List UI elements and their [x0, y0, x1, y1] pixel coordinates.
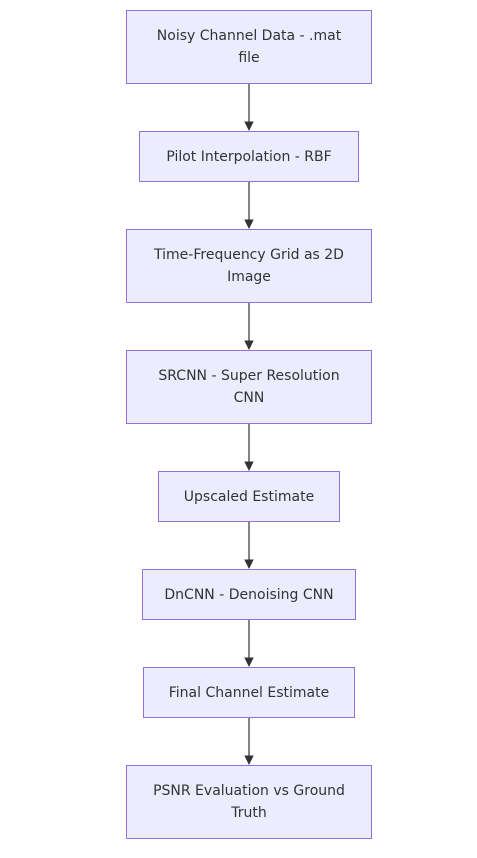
node-upscaled-estimate: Upscaled Estimate: [158, 471, 340, 522]
node-label: Final Channel Estimate: [168, 684, 330, 701]
node-pilot-interpolation: Pilot Interpolation - RBF: [139, 131, 359, 182]
node-time-frequency-grid: Time-Frequency Grid as 2D Image: [126, 229, 372, 303]
node-label: Noisy Channel Data - .mat file: [156, 28, 342, 66]
node-psnr-evaluation: PSNR Evaluation vs Ground Truth: [126, 765, 372, 839]
node-label: SRCNN - Super Resolution CNN: [158, 368, 340, 406]
node-label: Time-Frequency Grid as 2D Image: [154, 247, 344, 285]
node-srcnn: SRCNN - Super Resolution CNN: [126, 350, 372, 424]
node-label: PSNR Evaluation vs Ground Truth: [153, 783, 345, 821]
node-label: DnCNN - Denoising CNN: [164, 586, 334, 603]
node-dncnn: DnCNN - Denoising CNN: [142, 569, 356, 620]
node-label: Upscaled Estimate: [183, 488, 315, 505]
node-final-channel-estimate: Final Channel Estimate: [143, 667, 355, 718]
node-label: Pilot Interpolation - RBF: [166, 148, 332, 165]
node-noisy-channel-data: Noisy Channel Data - .mat file: [126, 10, 372, 84]
